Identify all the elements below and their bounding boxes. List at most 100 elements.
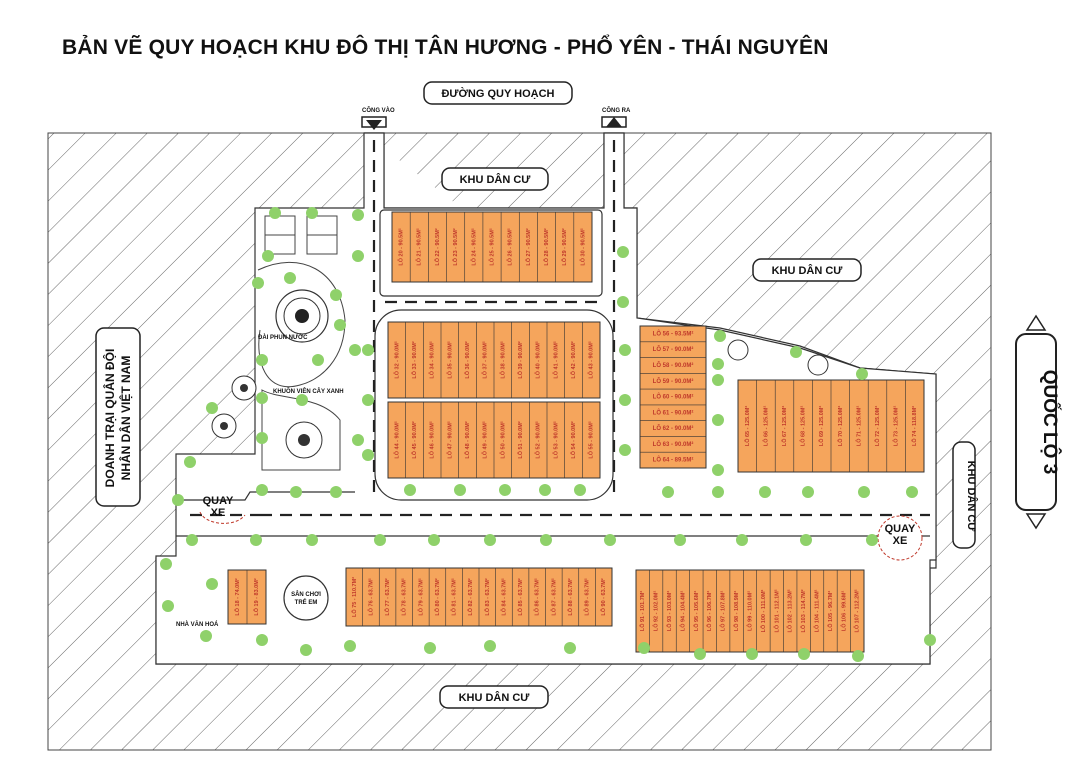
lot-label: LÔ 75 - 110.7M² (350, 577, 358, 617)
lot-label: LÔ 44 - 90.0M² (392, 421, 400, 458)
lot-label: LÔ 60 - 90.0M² (653, 393, 694, 401)
lot-label: LÔ 85 - 63.7M² (516, 578, 524, 615)
page-title: BẢN VẼ QUY HOẠCH KHU ĐÔ THỊ TÂN HƯƠNG - … (62, 36, 829, 59)
tree-icon (712, 414, 724, 426)
tree-icon (349, 344, 361, 356)
tree-icon (604, 534, 616, 546)
tree-icon (362, 344, 374, 356)
lot-label: LÔ 83 - 63.7M² (483, 578, 491, 615)
lot-label: LÔ 61 - 90.0M² (653, 408, 694, 416)
lot-label: LÔ 59 - 90.0M² (653, 377, 694, 385)
tree-icon (746, 648, 758, 660)
tree-icon (564, 642, 576, 654)
svg-text:QUAY: QUAY (203, 495, 234, 507)
tree-icon (256, 432, 268, 444)
lot-label: LÔ 47 - 90.0M² (445, 421, 453, 458)
lot-label: LÔ 38 - 90.0M² (498, 341, 506, 378)
lot-label: LÔ 72 - 125.0M² (873, 406, 881, 447)
lot-label: LÔ 71 - 125.0M² (854, 406, 862, 447)
lot-label: LÔ 45 - 90.0M² (410, 421, 418, 458)
residential-right-label: KHU DÂN CƯ (952, 441, 978, 549)
lot-label: LÔ 29 - 90.5M² (560, 228, 568, 265)
tree-icon (617, 296, 629, 308)
tree-icon (172, 494, 184, 506)
tree-icon (330, 289, 342, 301)
lot-label: LÔ 18 - 74.0M² (233, 578, 241, 615)
lot-label: LÔ 52 - 90.0M² (534, 421, 542, 458)
lot-label: LÔ 76 - 63.7M² (366, 578, 374, 615)
lot-label: LÔ 82 - 63.7M² (466, 578, 474, 615)
lot-label: LÔ 97 - 107.8M² (719, 591, 727, 632)
tree-icon (300, 644, 312, 656)
tree-icon (790, 346, 802, 358)
lot-label: LÔ 64 - 89.5M² (653, 456, 694, 464)
lot-label: LÔ 77 - 63.7M² (383, 578, 391, 615)
lot-label: LÔ 107 - 112.2M² (853, 589, 861, 632)
lot-label: LÔ 99 - 110.0M² (745, 591, 753, 631)
tree-icon (374, 534, 386, 546)
lot-label: LÔ 104 - 111.4M² (813, 589, 821, 632)
svg-text:KHU DÂN CƯ: KHU DÂN CƯ (459, 691, 531, 704)
lot-label: LÔ 81 - 63.7M² (450, 578, 458, 615)
lot-block-bg (639, 325, 707, 469)
lot-label: LÔ 92 - 102.0M² (652, 591, 660, 632)
svg-text:KHU DÂN CƯ: KHU DÂN CƯ (772, 264, 844, 277)
lot-label: LÔ 53 - 90.0M² (551, 421, 559, 458)
lot-label: LÔ 24 - 90.5M² (469, 228, 477, 265)
lot-label: LÔ 23 - 90.5M² (451, 228, 459, 265)
lot-label: LÔ 106 - 99.6M² (839, 591, 847, 632)
tree-icon (619, 344, 631, 356)
lot-label: LÔ 89 - 63.7M² (583, 578, 591, 615)
lot-label: LÔ 100 - 111.0M² (759, 589, 767, 632)
residential-right-top-label: KHU DÂN CƯ (752, 258, 862, 282)
tree-icon (256, 354, 268, 366)
lot-label: LÔ 49 - 90.0M² (481, 421, 489, 458)
gate-in-icon (361, 116, 387, 130)
tree-icon (262, 250, 274, 262)
tree-icon (638, 642, 650, 654)
tree-icon (694, 648, 706, 660)
flower-bed-icon (211, 375, 323, 459)
lot-block-e: LÔ 18 - 74.0M² LÔ 19 - 83.0M² (227, 569, 267, 625)
tree-icon (296, 394, 308, 406)
highway-label: QUỐC LỘ 3 (1015, 314, 1061, 530)
lot-label: LÔ 19 - 83.0M² (252, 578, 260, 615)
tree-icon (250, 534, 262, 546)
lot-label: LÔ 73 - 125.0M² (892, 406, 900, 447)
tree-icon (852, 650, 864, 662)
tree-icon (798, 648, 810, 660)
svg-text:KHU DÂN CƯ: KHU DÂN CƯ (965, 461, 978, 533)
tree-icon (924, 634, 936, 646)
gate-out-label: CÔNG RA (602, 106, 631, 114)
fountain-label: ĐÀI PHUN NƯỚC (258, 333, 308, 341)
culture-house-label: NHÀ VĂN HOÁ (176, 621, 219, 628)
lot-label: LÔ 80 - 63.7M² (433, 578, 441, 615)
lot-label: LÔ 25 - 90.5M² (487, 228, 495, 265)
tree-icon (256, 634, 268, 646)
residential-bottom-label: KHU DÂN CƯ (439, 685, 549, 709)
tree-icon (184, 456, 196, 468)
residential-top-label: KHU DÂN CƯ (441, 167, 549, 191)
lot-label: LÔ 22 - 90.5M² (433, 228, 441, 265)
roundabout (727, 339, 829, 376)
tree-icon (252, 277, 264, 289)
lot-block-bg (635, 569, 865, 653)
tree-icon (256, 484, 268, 496)
lot-label: LÔ 68 - 125.0M² (799, 406, 807, 447)
svg-text:KHU DÂN CƯ: KHU DÂN CƯ (460, 173, 532, 186)
tree-icon (269, 207, 281, 219)
military-label: DOANH TRẠI QUÂN ĐỘI NHÂN DÂN VIỆT NAM (95, 327, 141, 507)
lot-label: LÔ 27 - 90.5M² (524, 228, 532, 265)
tree-icon (352, 209, 364, 221)
lot-label: LÔ 33 - 90.0M² (410, 341, 418, 378)
lot-label: LÔ 42 - 90.0M² (569, 341, 577, 378)
tree-icon (858, 486, 870, 498)
tree-icon (574, 484, 586, 496)
gate-out-icon (601, 116, 627, 128)
lot-label: LÔ 30 - 90.5M² (578, 228, 586, 265)
tree-icon (344, 640, 356, 652)
